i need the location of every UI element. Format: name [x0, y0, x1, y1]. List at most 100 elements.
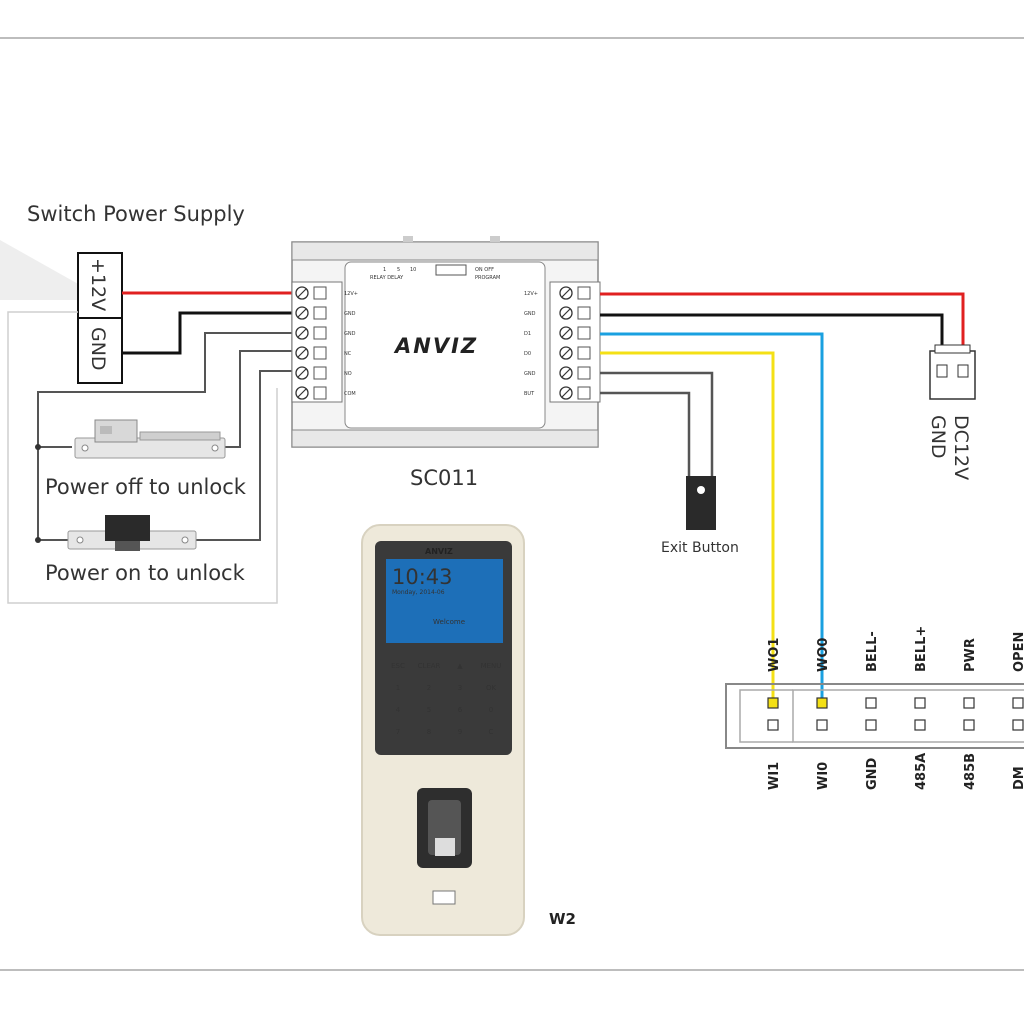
pin-label-top: OPEN — [1012, 632, 1024, 672]
left-terminal-label: 12V+ — [344, 291, 358, 297]
keypad-key: 1 — [396, 684, 400, 692]
w2-device: ANVIZ 10:43 Monday, 2014-06 Welcome ESC C… — [361, 524, 525, 936]
sc011-name: SC011 — [410, 466, 478, 490]
dip-1: 1 — [383, 267, 386, 273]
keypad-key: 2 — [427, 684, 431, 692]
pin-bottom — [816, 719, 828, 731]
keypad-key: C — [489, 728, 494, 736]
device-welcome: Welcome — [433, 618, 465, 626]
right-terminal-screw-slot — [561, 368, 571, 378]
left-terminal-pin — [313, 386, 327, 400]
keypad-key: ESC — [391, 662, 405, 670]
keypad-key: CLEAR — [418, 662, 441, 670]
device-badge — [432, 890, 456, 905]
left-terminal-label: GND — [344, 331, 356, 337]
wire-no — [195, 370, 300, 541]
wire-nc — [222, 350, 300, 448]
dip-5: 5 — [397, 267, 400, 273]
right-terminal-screw-slot — [561, 348, 571, 358]
right-terminal-pin — [577, 286, 591, 300]
psu-pos-label: +12V — [87, 258, 109, 311]
right-terminal-pin — [577, 346, 591, 360]
right-terminal-screw-slot — [561, 388, 571, 398]
right-terminal-label: D1 — [524, 331, 531, 337]
wire-blue-d1 — [600, 332, 824, 702]
dc-label-2: GND — [927, 415, 949, 459]
left-terminal-label: NC — [344, 351, 352, 357]
pin-label-bottom: WI0 — [816, 762, 831, 790]
pin-label-top: BELL- — [865, 631, 880, 672]
keypad-key: 4 — [396, 706, 401, 714]
pin-label-bottom: 485B — [963, 753, 978, 790]
exit-button — [686, 476, 716, 530]
left-terminal-pin — [313, 286, 327, 300]
keypad-key: MENU — [481, 662, 502, 670]
keypad-key: OK — [486, 684, 497, 692]
keypad-key: 9 — [458, 728, 462, 736]
pin-bottom — [767, 719, 779, 731]
device-time: 10:43 — [392, 565, 453, 589]
pin-bottom — [865, 719, 877, 731]
program-label: PROGRAM — [475, 275, 500, 281]
left-terminal-screw-slot — [297, 288, 307, 298]
prog-onoff: ON OFF — [475, 267, 494, 273]
keypad-key: 3 — [458, 684, 462, 692]
keypad-key: 0 — [489, 706, 493, 714]
pin-top — [963, 697, 975, 709]
right-terminal-label: 12V+ — [524, 291, 538, 297]
pin-top — [767, 697, 779, 709]
pin-label-top: BELL+ — [914, 626, 929, 672]
relay-delay-label: RELAY DELAY — [370, 275, 404, 281]
dc12v-connector — [929, 344, 976, 400]
right-terminal-label: BUT — [524, 391, 535, 397]
wire-gnd2 — [37, 332, 300, 541]
left-terminal-label: GND — [344, 311, 356, 317]
device-screen — [386, 559, 503, 643]
pin-connector — [725, 683, 1024, 749]
keypad-key: 6 — [458, 706, 463, 714]
pin-top — [914, 697, 926, 709]
pin-label-top: WO0 — [816, 638, 831, 672]
keypad-key: 5 — [427, 706, 431, 714]
sc011-controller: 1 5 10 RELAY DELAY ON OFF PROGRAM ANVIZ … — [291, 236, 601, 448]
lock-power-on — [67, 515, 197, 551]
keypad-key: 7 — [396, 728, 400, 736]
dip-10: 10 — [410, 267, 416, 273]
right-terminal-pin — [577, 306, 591, 320]
right-terminal-pin — [577, 366, 591, 380]
wire-black-dc — [600, 313, 944, 368]
left-terminal-label: COM — [344, 391, 356, 397]
left-terminal-pin — [313, 326, 327, 340]
lock-off-label: Power off to unlock — [45, 475, 247, 499]
wire-node — [35, 537, 41, 543]
wire-yellow-d0 — [600, 351, 775, 702]
wire-black-gnd — [122, 311, 300, 355]
lock-power-off — [74, 419, 226, 459]
pin-bottom — [963, 719, 975, 731]
right-terminal-pin — [577, 326, 591, 340]
right-terminal-screw-slot — [561, 288, 571, 298]
w2-name: W2 — [549, 910, 576, 928]
pin-label-bottom: DM — [1012, 766, 1024, 790]
right-terminal-screw-slot — [561, 308, 571, 318]
exit-button-label: Exit Button — [661, 540, 739, 556]
wire-red-dc — [600, 292, 965, 368]
pin-label-bottom: GND — [865, 757, 880, 790]
right-terminal-label: D0 — [524, 351, 531, 357]
right-terminal-label: GND — [524, 371, 536, 377]
right-terminal-screw-slot — [561, 328, 571, 338]
psu-gnd-label: GND — [87, 327, 109, 371]
device-date: Monday, 2014-06 — [392, 589, 445, 596]
keypad-key: ▲ — [457, 662, 463, 670]
pin-label-top: WO1 — [767, 638, 782, 672]
left-terminal-screw-slot — [297, 328, 307, 338]
background-shape — [0, 240, 80, 300]
left-terminal-screw-slot — [297, 348, 307, 358]
right-terminal-label: GND — [524, 311, 536, 317]
device-brand: ANVIZ — [425, 547, 453, 556]
wire-but-exit — [600, 391, 691, 480]
pin-top — [1012, 697, 1024, 709]
keypad-key: 8 — [427, 728, 431, 736]
left-terminal-pin — [313, 346, 327, 360]
left-terminal-label: NO — [344, 371, 352, 377]
